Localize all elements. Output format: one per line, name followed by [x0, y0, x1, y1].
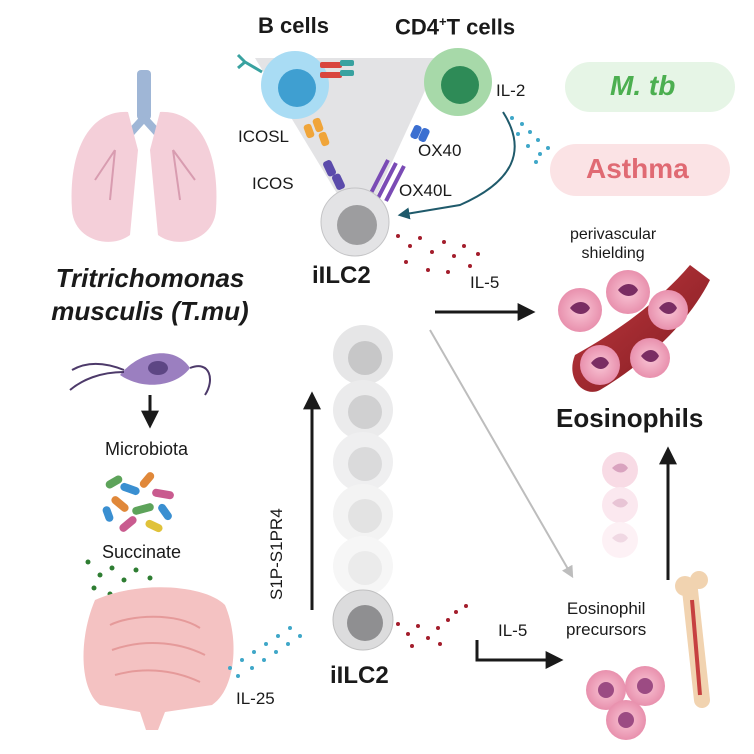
- il25-label: IL-25: [236, 689, 275, 708]
- differentiation-arrow: [429, 329, 574, 579]
- mhc-icon: [320, 62, 342, 78]
- cd4-t-cells-label: CD4+T cells: [395, 14, 516, 40]
- ilc2-top: [320, 187, 390, 257]
- il5-dots-top: [396, 234, 480, 274]
- ox40l-receptor-icon: [368, 159, 406, 202]
- il2-dots: [510, 116, 550, 164]
- ox40-receptor-icon: [410, 124, 430, 143]
- ilc2-migration-column: [333, 325, 393, 596]
- eosinophil-maturation: [602, 452, 638, 558]
- il2-label: IL-2: [496, 81, 526, 100]
- t-cell: [424, 48, 492, 116]
- microbiota-label: Microbiota: [105, 439, 189, 459]
- il2-arrow: [397, 111, 516, 220]
- il5-top-label: IL-5: [470, 273, 500, 292]
- lung-icon: [71, 70, 217, 242]
- il5-bottom-label: IL-5: [498, 621, 528, 640]
- il25-dots: [228, 626, 302, 678]
- icos-label: ICOS: [252, 174, 294, 193]
- b-cells-label: B cells: [258, 13, 329, 38]
- b-cell: [236, 51, 342, 119]
- eosinophil-precursors-icon: [586, 666, 665, 740]
- succinate-label: Succinate: [102, 542, 182, 562]
- ilc2-bottom-label: iILC2: [330, 662, 389, 689]
- il5-dots-bottom: [396, 604, 468, 648]
- intestine-icon: [83, 587, 234, 730]
- asthma-badge-bg: [550, 144, 730, 196]
- ilc2-bottom: [332, 589, 394, 651]
- mtb-badge-bg: [565, 62, 735, 112]
- microbiota-icon: [102, 472, 174, 533]
- eosinophil-cluster-vessel: [558, 270, 688, 385]
- bone-icon: [675, 571, 710, 708]
- asthma-label: Asthma: [586, 153, 689, 184]
- b-cell-receptor-icon: [236, 53, 263, 74]
- icosl-label: ICOSL: [238, 127, 290, 146]
- icosl-receptor-icon: [303, 117, 330, 147]
- icos-receptor-icon: [323, 160, 345, 190]
- ox40l-label: OX40L: [399, 181, 452, 200]
- parasite-icon: [69, 353, 211, 396]
- ox40-label: OX40: [418, 141, 462, 160]
- eosinophils-label: Eosinophils: [556, 403, 704, 433]
- mtb-label: M. tb: [610, 70, 676, 101]
- il5-arrow-bottom: [475, 640, 564, 669]
- s1p-label: S1P-S1PR4: [267, 508, 286, 600]
- tcr-icon: [340, 60, 354, 76]
- ilc2-top-label: iILC2: [312, 262, 371, 289]
